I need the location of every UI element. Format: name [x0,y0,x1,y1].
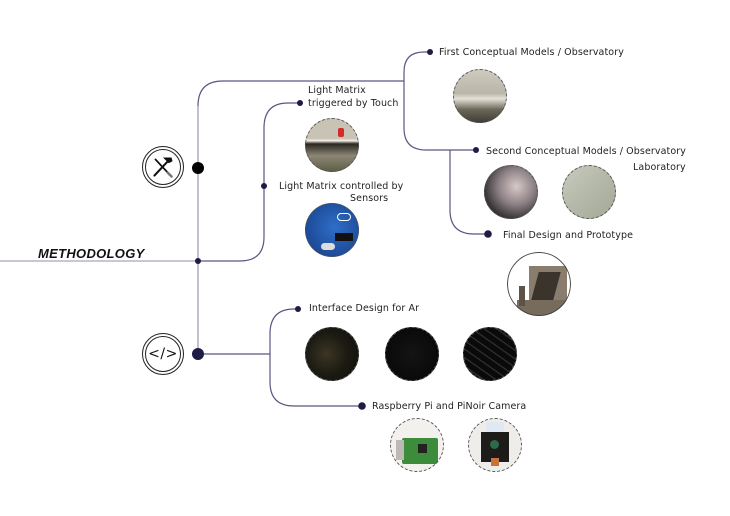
raspberry-label: Raspberry Pi and PiNoir Camera [372,401,527,412]
final-prototype-photo[interactable] [507,252,571,316]
hardware-category[interactable] [142,146,184,188]
sensors-label-line2: Sensors [350,193,389,204]
touch-node[interactable] [297,100,303,106]
pinoir-camera-photo[interactable] [468,418,522,472]
arduino-logo [337,213,351,221]
junction-node [195,258,201,264]
laboratory-model-photo-1[interactable] [484,165,538,219]
camera-ribbon [486,422,504,434]
second-model-label-line1: Second Conceptual Models / Observatory [486,146,687,157]
touch-label-line1: Light Matrix [308,85,366,96]
final-design-node[interactable] [484,230,492,238]
final-design-label: Final Design and Prototype [503,230,634,241]
interface-node[interactable] [295,306,301,312]
arduino-board-photo[interactable] [305,203,359,257]
prototype-opening [531,272,561,300]
second-model-node[interactable] [473,147,479,153]
code-icon: </> [148,346,178,362]
arduino-chip [335,233,353,241]
sensors-label-line1: Light Matrix controlled by [279,181,404,192]
hammer-wrench-icon [153,157,173,178]
second-model-label-line2: Laboratory [633,162,686,173]
pi-chip [418,444,427,453]
sensors-node[interactable] [261,183,267,189]
software-category[interactable]: </> [142,333,184,375]
first-model-branch-line [403,51,430,81]
camera-connector [491,458,499,466]
raspberry-pi-photo[interactable] [390,418,444,472]
pi-ports [396,440,404,460]
methodology-title: METHODOLOGY [38,246,145,261]
final-design-branch-line [449,150,486,235]
pi-board [402,438,438,464]
hardware-node[interactable] [192,162,204,174]
touch-label-line2: triggered by Touch [308,98,399,109]
camera-board [481,432,509,462]
prototype-post [519,286,525,306]
raspberry-node[interactable] [358,402,366,410]
observatory-model-photo[interactable] [453,69,507,123]
interface-label: Interface Design for Ar [309,303,420,314]
led-red-dot [338,128,344,137]
ar-interface-photo-3[interactable] [463,327,517,381]
first-model-node[interactable] [427,49,433,55]
camera-lens [490,440,499,449]
interface-branch-line [269,308,296,354]
inner-loop-line [198,102,300,262]
raspberry-branch-line [269,354,360,407]
second-model-branch-line [403,81,476,151]
first-model-label: First Conceptual Models / Observatory [439,47,624,58]
ar-interface-photo-2[interactable] [385,327,439,381]
arduino-capacitors [321,243,335,250]
ar-interface-photo-1[interactable] [305,327,359,381]
prototype-floor [517,300,571,316]
software-node[interactable] [192,348,204,360]
laboratory-model-photo-2[interactable] [562,165,616,219]
outer-upper-line [197,80,404,107]
touch-led-photo[interactable] [305,118,359,172]
prototype-wall [529,266,567,306]
